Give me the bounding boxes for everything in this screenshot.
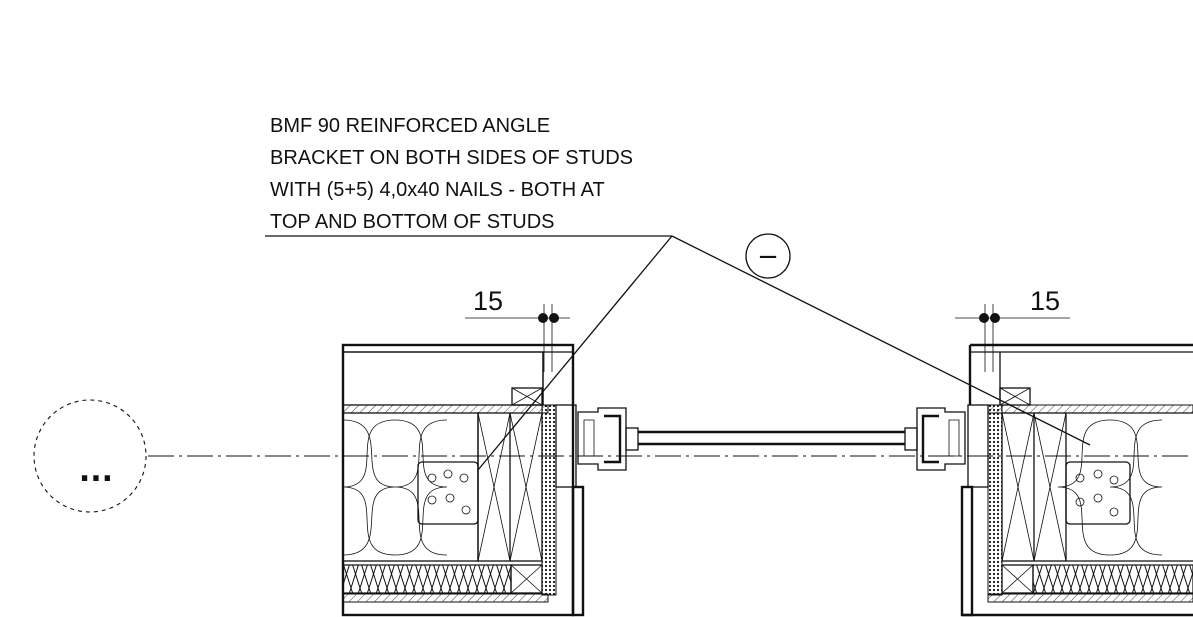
dimension-dot <box>990 313 1000 323</box>
block-cross <box>511 387 543 406</box>
stud-cross <box>1033 412 1067 562</box>
dimension-right: 15 <box>955 286 1070 372</box>
membrane-top-right <box>987 404 1193 414</box>
sheathing-right <box>987 404 1003 596</box>
insulation-curve <box>1109 419 1163 556</box>
nail-hole <box>443 469 453 479</box>
nail-hole <box>427 495 437 505</box>
nail-hole <box>1093 493 1103 503</box>
insulation-curve <box>342 419 396 556</box>
dimension-dot <box>538 313 548 323</box>
angle-bracket-left <box>417 461 479 525</box>
nail-hole <box>1109 475 1119 485</box>
nail-hole <box>1093 469 1103 479</box>
window-frame-left <box>577 407 639 471</box>
top-plate-left <box>342 351 544 406</box>
profile-detail <box>921 414 939 464</box>
detail-reference-label: ... <box>79 454 113 489</box>
frame-leg-left <box>571 485 585 617</box>
stud-cross <box>1001 412 1035 562</box>
stud-cross <box>477 412 511 562</box>
insulation-right <box>1066 412 1193 562</box>
profile-detail <box>948 419 960 457</box>
insulation-curve <box>1109 419 1163 556</box>
nail-hole <box>459 473 469 483</box>
profile-detail <box>604 414 622 464</box>
window-frame-right <box>904 407 966 471</box>
note-line-3: WITH (5+5) 4,0x40 NAILS - BOTH AT <box>270 179 605 201</box>
frame-post-left <box>555 404 577 488</box>
stud-cross <box>509 412 543 562</box>
detail-reference: ... <box>33 399 147 513</box>
bottom-batt-left <box>342 564 512 594</box>
section-marker-circle <box>745 233 791 279</box>
sheathing-left <box>541 404 557 596</box>
bracket-note: BMF 90 REINFORCED ANGLE BRACKET ON BOTH … <box>265 115 1091 471</box>
block-cross <box>999 387 1031 406</box>
glazing <box>638 430 905 446</box>
nail-hole <box>1075 497 1085 507</box>
note-line-4: TOP AND BOTTOM OF STUDS <box>270 211 554 233</box>
insulation-left <box>342 412 479 562</box>
frame-leg-right <box>960 485 974 617</box>
dimension-value-left: 15 <box>473 286 503 316</box>
dimension-left: 15 <box>465 286 570 372</box>
dimension-value-right: 15 <box>1030 286 1060 316</box>
section-marker: − <box>745 233 791 279</box>
membrane-top-left <box>342 404 549 414</box>
insulation-curve <box>1057 419 1111 556</box>
bottom-block-left <box>510 564 543 594</box>
nail-hole <box>427 473 437 483</box>
block-cross <box>1001 564 1034 594</box>
glazing-bead-right <box>904 427 918 451</box>
dimension-dot <box>979 313 989 323</box>
detail-reference-circle <box>33 399 147 513</box>
nail-hole <box>1075 473 1085 483</box>
window-profile-right <box>916 407 966 471</box>
insulation-curve <box>394 419 448 556</box>
membrane-bottom-left <box>342 593 549 603</box>
profile-detail <box>583 419 595 457</box>
block-cross <box>510 564 543 594</box>
nail-hole <box>1109 507 1119 517</box>
section-marker-symbol: − <box>757 242 779 272</box>
window-profile-left <box>577 407 627 471</box>
bottom-batt-right <box>1032 564 1193 594</box>
nail-hole <box>461 505 471 515</box>
leader-line-left <box>477 235 673 471</box>
angle-bracket-right <box>1065 461 1131 525</box>
frame-post-right <box>967 404 989 488</box>
nail-hole <box>445 493 455 503</box>
wall-section-left <box>341 343 585 617</box>
dimension-dot <box>549 313 559 323</box>
insulation-curve <box>394 419 448 556</box>
note-line-2: BRACKET ON BOTH SIDES OF STUDS <box>270 147 633 169</box>
wall-section-right <box>960 343 1193 617</box>
membrane-bottom-right <box>987 593 1193 603</box>
glazing-bead-left <box>625 427 639 451</box>
note-line-1: BMF 90 REINFORCED ANGLE <box>270 115 550 137</box>
